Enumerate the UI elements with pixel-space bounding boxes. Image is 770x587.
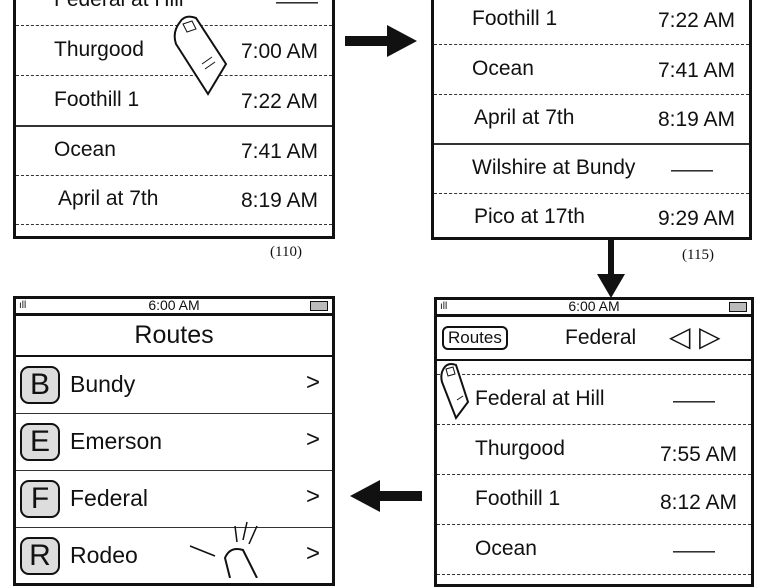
arrow-down-icon: [597, 240, 625, 298]
page-title: Federal: [565, 326, 637, 349]
divider: [437, 374, 751, 375]
battery-icon: [729, 302, 747, 312]
arrow-left-icon: [350, 480, 422, 512]
route-badge: B: [20, 366, 60, 404]
next-button[interactable]: ▷: [699, 321, 721, 352]
signal-icon: ıll: [19, 300, 27, 311]
page-title: Routes: [134, 321, 214, 349]
table-row[interactable]: Wilshire at Bundy——: [434, 144, 749, 194]
figure-label: (110): [270, 244, 302, 260]
chevron-right-icon: >: [305, 369, 320, 396]
table-row[interactable]: Federal at Hill——: [16, 0, 332, 26]
status-bar: ıll 6:00 AM: [16, 299, 332, 316]
route-badge: E: [20, 423, 60, 461]
arrow-right-icon: [345, 25, 417, 57]
chevron-right-icon: >: [305, 540, 320, 567]
route-badge: R: [20, 537, 60, 575]
finger-tap-icon: [440, 363, 470, 420]
federal-screen: ıll 6:00 AM Routes Federal ◁ ▷ Federal a…: [434, 297, 754, 587]
divider: [16, 355, 332, 357]
divider: [437, 359, 751, 361]
table-row[interactable]: Federal at Hill——: [437, 375, 751, 425]
route-badge: F: [20, 480, 60, 518]
signal-icon: ıll: [440, 301, 448, 312]
battery-icon: [310, 301, 328, 311]
previous-button[interactable]: ◁: [669, 321, 691, 352]
back-button[interactable]: Routes: [442, 326, 508, 350]
table-row[interactable]: Ocean——: [437, 525, 751, 575]
chevron-right-icon: >: [305, 483, 320, 510]
chevron-right-icon: >: [305, 426, 320, 453]
finger-icon: [173, 15, 228, 96]
finger-tap-icon: [189, 521, 258, 578]
figure-label: (115): [682, 247, 714, 263]
status-bar: ıll 6:00 AM: [437, 300, 751, 317]
